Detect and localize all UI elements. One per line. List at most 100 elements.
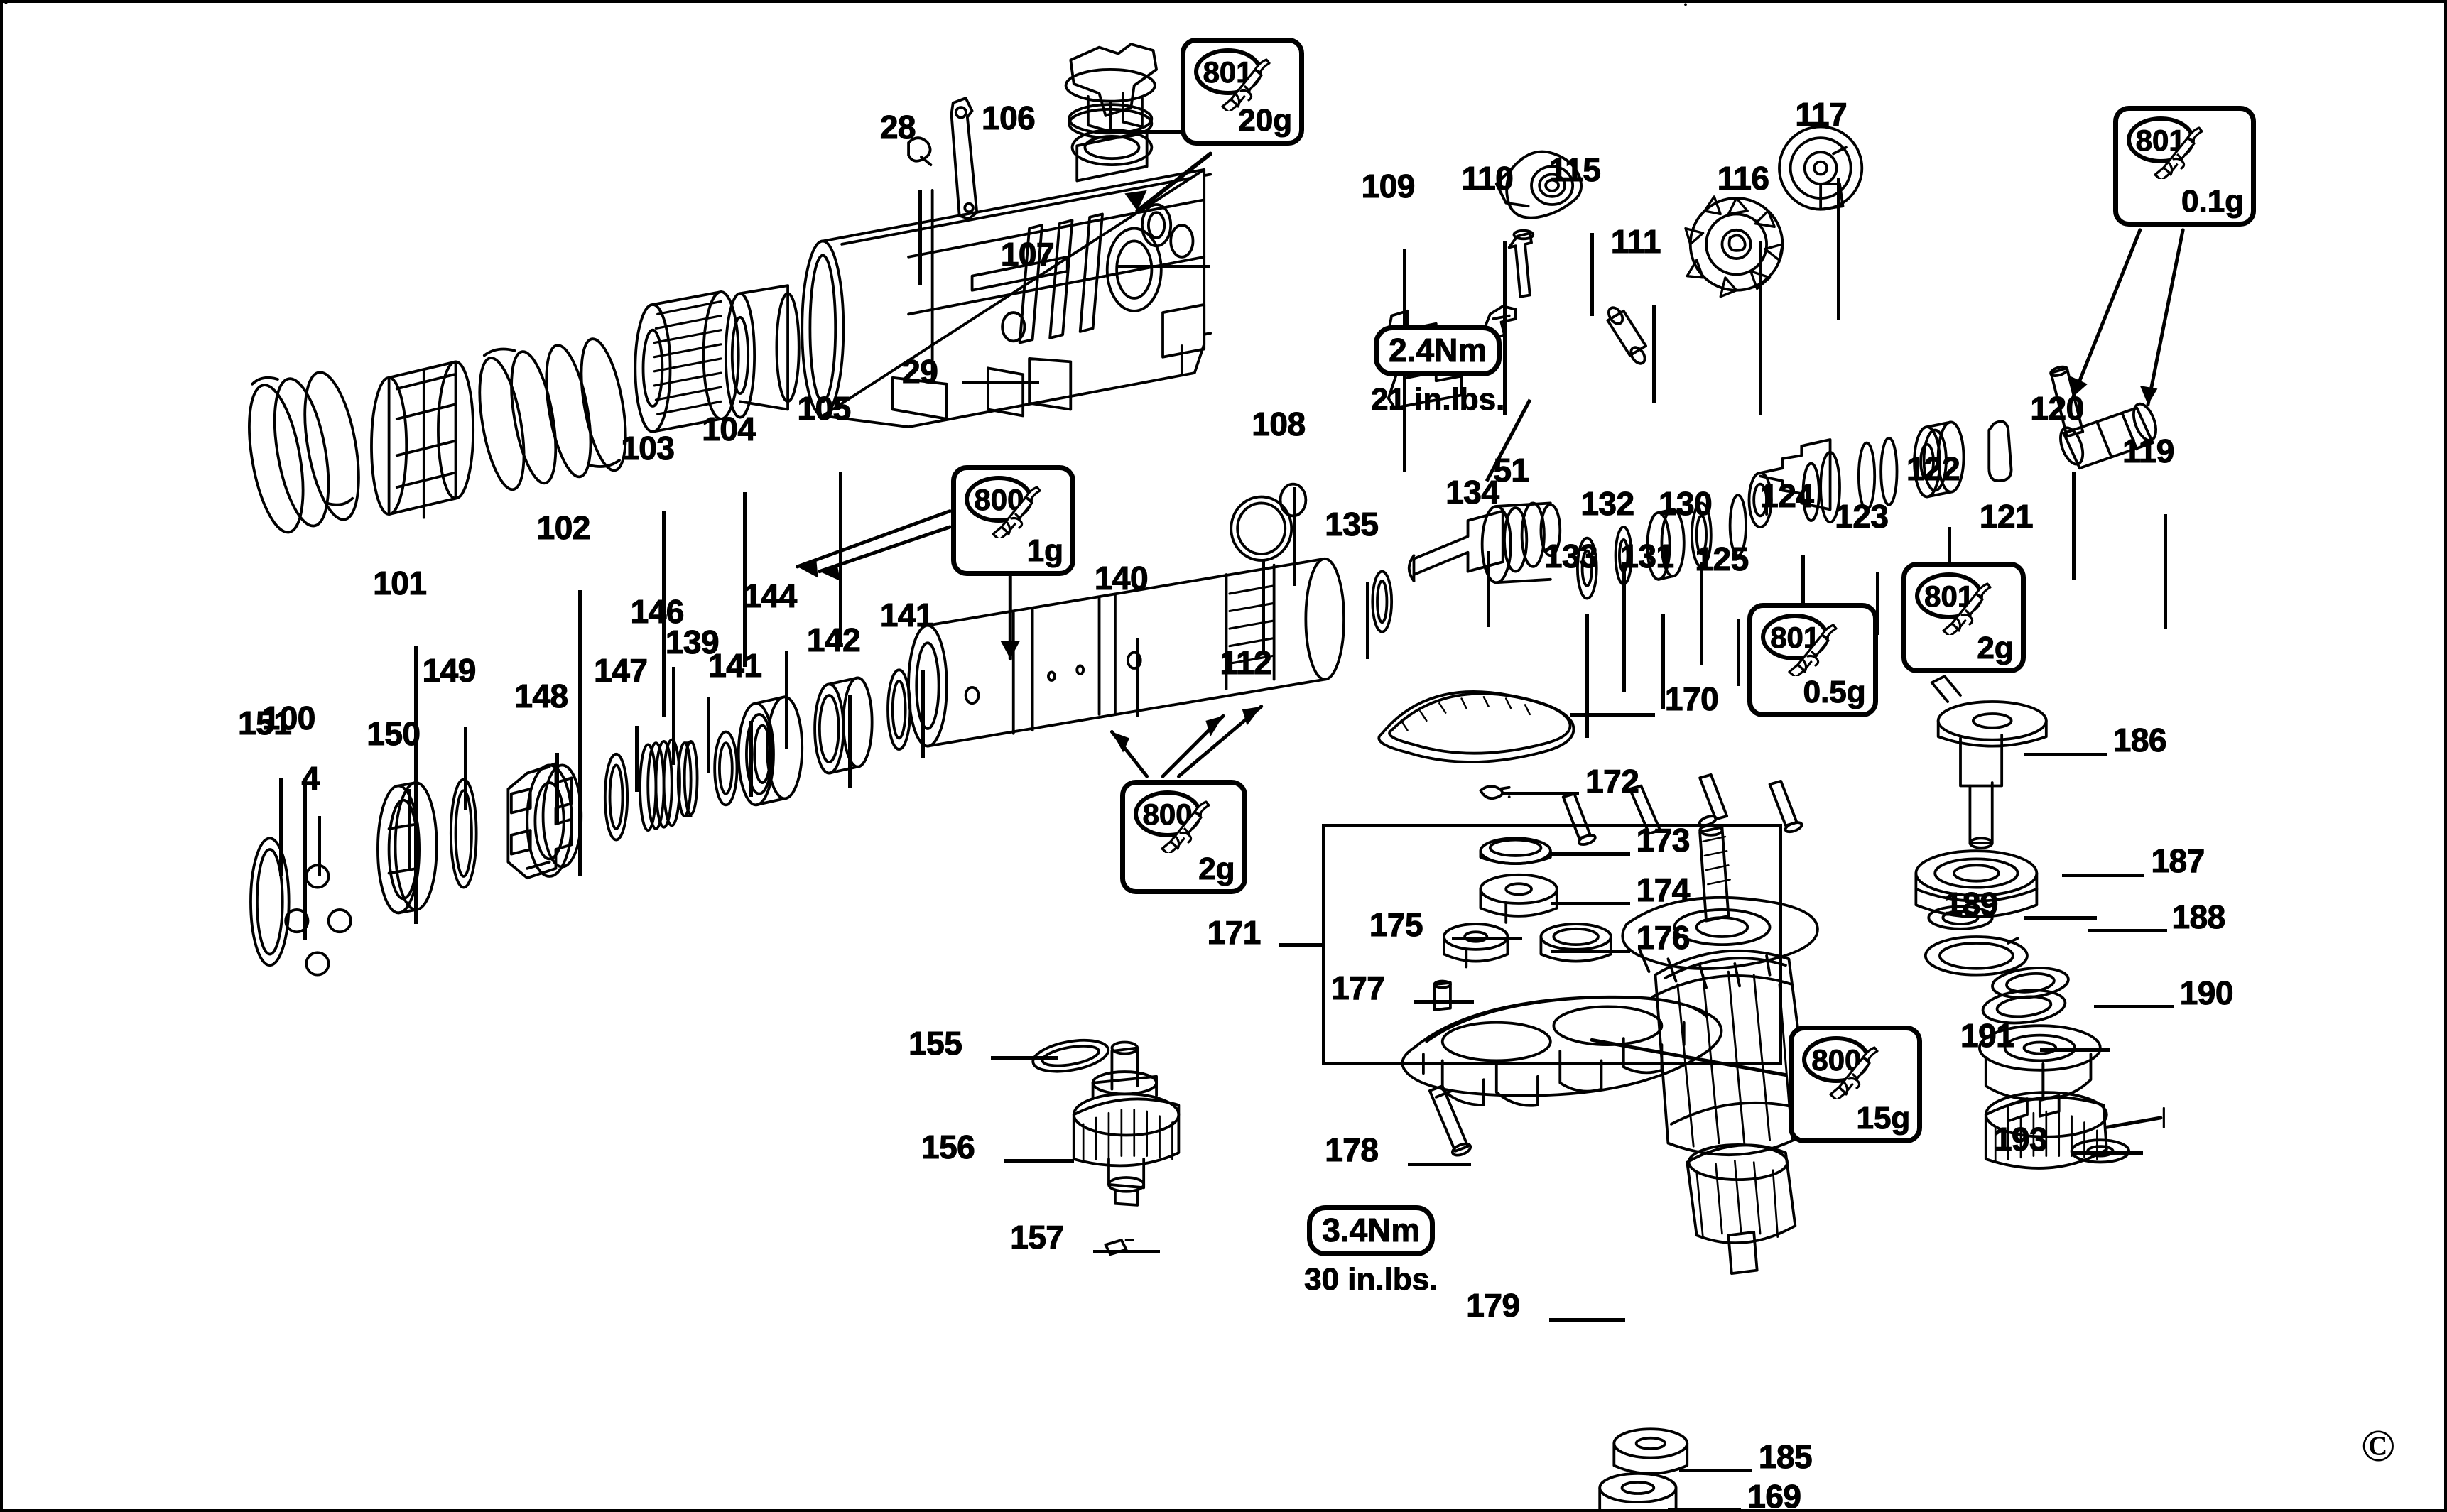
part-number-133: 133 [1543,537,1598,575]
grease-gun-icon-wrapper [1154,798,1215,856]
grease-amount-label: 2g [1977,630,2014,665]
part-number-174: 174 [1636,871,1691,908]
grease-gun-icon-wrapper [1935,580,1996,638]
leader-line-171 [1279,942,1323,947]
leader-line-141b [749,720,754,798]
part-number-173: 173 [1636,822,1691,859]
leader-line-131 [1661,614,1666,710]
part-number-177: 177 [1331,969,1386,1007]
leader-line-116 [1758,241,1762,416]
part-number-142: 142 [806,621,861,659]
part-number-189: 189 [1944,885,1999,923]
part-number-28: 28 [879,109,916,146]
leader-line-179 [1548,1317,1625,1322]
grease-gun-icon-wrapper [1822,1043,1883,1102]
part-number-191: 191 [1960,1017,2014,1055]
leader-line-107 [1118,264,1211,268]
leader-line-100 [303,781,307,940]
leader-line-191 [2039,1048,2110,1052]
leader-line-176 [1550,949,1630,953]
grease-gun-icon [2154,126,2203,182]
leader-line-29 [962,381,1039,385]
grease-gun-icon [992,486,1042,541]
part-number-117: 117 [1795,96,1848,134]
leader-line-189 [2024,915,2098,920]
part-number-193: 193 [1993,1120,2048,1158]
part-number-104: 104 [702,410,756,447]
grease-gun-icon [1221,58,1271,114]
leader-line-174 [1550,901,1630,905]
grease-amount-label: 0.5g [1803,675,1866,710]
grease-amount-label: 0.1g [2181,184,2245,219]
part-number-139: 139 [665,623,720,660]
leader-line-120 [2071,471,2076,580]
leader-line-104 [743,491,747,667]
part-number-179: 179 [1466,1287,1521,1325]
leader-line-115 [1590,233,1594,316]
part-number-187: 187 [2151,842,2205,880]
leader-line-193 [2073,1151,2144,1155]
part-number-151: 151 [238,704,293,741]
leader-line-155 [991,1055,1058,1060]
leader-line-149 [463,727,467,810]
part-number-111: 111 [1610,223,1661,261]
leader-line-142 [848,695,852,788]
leader-line-103 [662,511,666,718]
part-number-170: 170 [1664,680,1719,718]
part-number-147: 147 [594,651,649,689]
part-number-188: 188 [2171,898,2226,935]
part-number-29: 29 [902,353,939,391]
leader-line-186 [2024,752,2107,756]
part-number-186: 186 [2112,722,2167,759]
leader-line-144 [784,651,788,750]
part-number-116: 116 [1717,159,1769,197]
part-number-149: 149 [422,651,477,689]
leader-line-135 [1366,582,1370,659]
part-number-178: 178 [1325,1131,1379,1169]
part-number-4: 4 [301,759,320,797]
torque-value-bubble: 2.4Nm [1374,325,1502,377]
grease-gun-icon-wrapper [2147,124,2208,183]
part-number-105: 105 [797,389,852,427]
leader-line-101 [414,646,418,925]
leader-line-134 [1487,550,1491,627]
leader-line-178 [1407,1162,1471,1166]
part-number-123: 123 [1835,497,1889,535]
part-number-148: 148 [514,677,569,714]
leader-line-170 [1569,712,1656,717]
part-number-115: 115 [1548,151,1601,189]
leader-line-188 [2087,928,2167,932]
leader-line-175 [1452,936,1522,940]
part-number-120: 120 [2030,389,2085,427]
part-number-124: 124 [1760,477,1815,514]
grease-amount-label: 20g [1238,103,1293,138]
grease-amount-label: 1g [1026,533,1063,569]
torque-imperial-label: 30 in.lbs. [1304,1262,1438,1298]
leader-line-130 [1700,562,1704,665]
part-number-121: 121 [1979,497,2034,535]
part-number-135: 135 [1325,506,1379,543]
leader-line-151 [279,778,283,876]
leader-line-157 [1092,1249,1160,1253]
leader-line-172 [1502,792,1580,796]
grease-gun-icon-wrapper [1781,621,1842,680]
leader-line-148 [555,752,560,822]
leader-line-147 [635,725,639,793]
subassembly-frame-frame-171 [1321,824,1783,1066]
part-number-125: 125 [1695,540,1749,578]
part-number-132: 132 [1580,485,1635,523]
grease-gun-icon [1788,624,1838,679]
leader-line-112 [1261,558,1265,654]
part-number-106: 106 [981,99,1036,136]
leader-line-132 [1622,562,1626,692]
part-number-109: 109 [1361,167,1416,205]
part-number-175: 175 [1369,905,1423,943]
